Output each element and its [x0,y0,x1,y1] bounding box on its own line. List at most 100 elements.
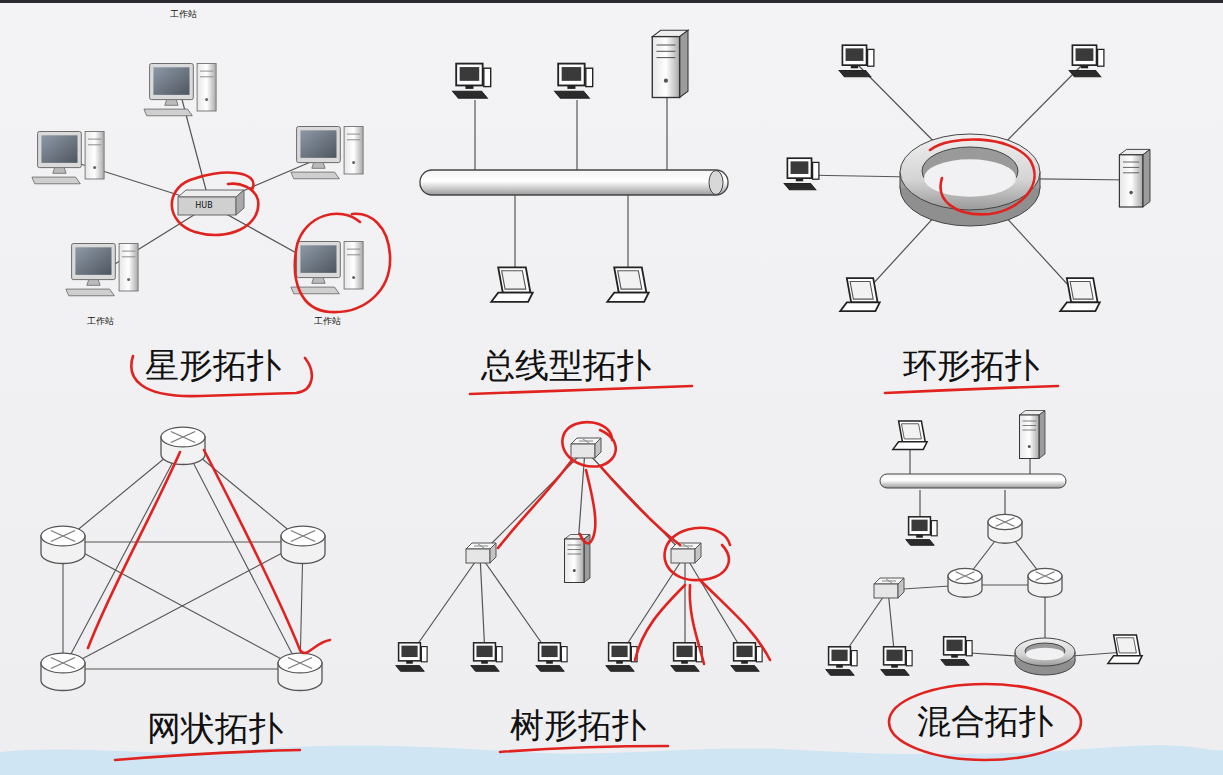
workstation-icon-part [32,177,80,184]
red-annotation [498,460,572,548]
link-line [685,555,745,655]
pc-icon-part [1069,70,1101,76]
link-line [410,555,480,655]
laptop-icon-part [850,282,873,300]
router-icon-part [41,526,85,546]
workstation-icon-part [300,245,336,273]
link-line [480,555,550,655]
workstation-icon-part [291,172,339,179]
workstation-icon-part [347,139,360,140]
ring-icon [1015,638,1075,675]
pc-icon-part [784,183,816,189]
pc-icon-part [796,178,803,181]
device-label: 工作站 [87,317,114,327]
laptop-icon-part [1060,302,1100,311]
device-label: 工作站 [314,317,341,327]
pc-icon-part [460,67,480,81]
switch-icon-part [474,544,488,548]
pc-icon-part [484,68,491,86]
pc-icon-part [941,660,970,666]
pc-icon-part [731,666,760,672]
pc-icon-part [951,655,958,658]
server-icon-part [1023,421,1037,422]
server-icon-part [657,44,676,45]
router-icon [948,568,982,597]
pc-icon-part [396,666,425,672]
pc-icon-part [406,661,413,664]
pc-icon-part [674,643,696,661]
pc-icon-part [476,646,492,657]
red-annotation [204,450,330,653]
router-icon-part [288,658,312,669]
laptop-icon-part [1067,278,1098,302]
server-icon [1020,411,1046,459]
pc-icon-part [787,158,811,178]
pc-icon-part [906,540,935,546]
laptop-icon [1108,635,1142,664]
server-icon [1119,149,1150,207]
workstation-icon-part [93,166,96,169]
router-icon [161,427,205,464]
workstation-icon-part [87,280,100,286]
red-annotation [172,173,258,235]
server-icon-part [652,37,679,98]
hub-icon-part [178,190,244,197]
router-icon [281,526,325,563]
pc-icon [671,643,702,672]
workstation-icon-part [347,249,360,250]
topology-title: 网状拓扑 [147,710,283,747]
server-icon-part [1028,445,1031,448]
pc-icon-part [681,661,688,664]
pc-icon-part [891,665,898,668]
pc-icon-part [881,670,910,676]
workstation-icon-part [352,161,355,164]
workstation-icon-part [312,163,325,169]
link-line [480,555,485,655]
link-line [576,100,577,172]
workstation-icon [291,127,363,179]
pc-icon-part [846,48,864,61]
topology-title: 树形拓扑 [510,707,646,744]
pc-icon-part [558,64,584,86]
workstation-icon-part [297,127,341,163]
router-icon-part [281,526,325,546]
link-line [514,194,515,272]
link-line [620,555,685,655]
router-icon-part [291,531,315,542]
pc-icon-part [562,67,582,81]
workstation-icon-part [75,247,111,275]
pc-icon-part [474,643,496,661]
server-icon-part [1143,149,1150,207]
pc-icon-part [496,647,502,662]
switch-icon-part [874,584,898,598]
red-annotation [665,528,730,580]
pc-icon-part [944,637,966,655]
workstation-icon-part [153,67,189,95]
pc-icon [731,643,762,672]
router-icon-part [1036,572,1055,580]
pc-icon-part [465,85,473,88]
server-icon-part [565,539,585,583]
pc-icon-part [567,85,575,88]
workstation-icon-part [300,130,336,158]
pc-icon-part [826,670,855,676]
ring-icon-part [1026,648,1064,660]
server-icon [652,30,688,97]
workstation-icon-part [127,278,130,281]
pc-icon [906,517,937,546]
topology-title: 混合拓扑 [917,703,1053,740]
workstation-icon-part [344,242,363,290]
workstation-icon [291,242,363,294]
link-line [63,542,300,669]
pc-icon-part [555,91,590,98]
switch-icon-part [466,549,490,563]
link-line [627,194,628,272]
workstation-icon-part [119,244,138,292]
router-icon-part [1028,568,1062,583]
workstation-icon-part [122,251,135,252]
bus-cable [420,170,728,195]
pc-icon-part [813,162,819,179]
pc-icon-part [829,647,851,665]
pc-icon-part [536,666,565,672]
device-label: HUB [195,202,212,211]
